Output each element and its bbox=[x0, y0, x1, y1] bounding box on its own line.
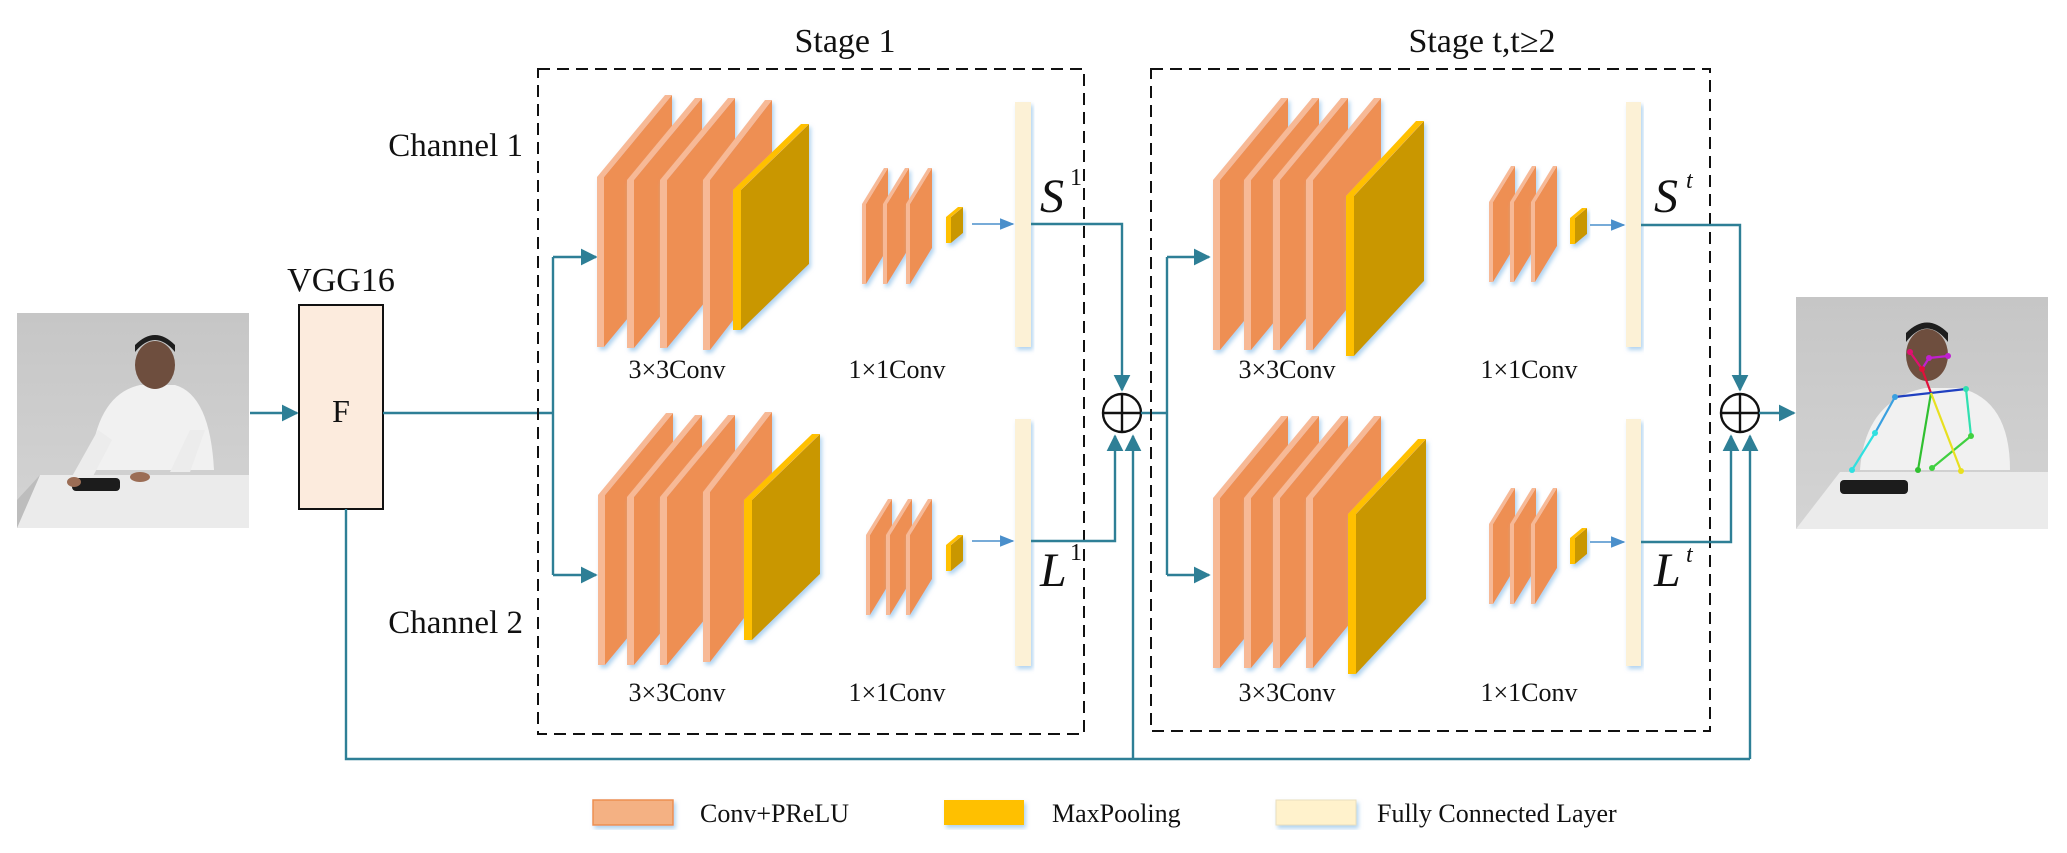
vgg16-label: VGG16 bbox=[287, 262, 395, 299]
legend-swatch-fc bbox=[1275, 799, 1357, 826]
svg-text:S: S bbox=[1040, 170, 1064, 223]
stage-t-ch2-small-conv-label: 1×1Conv bbox=[1480, 678, 1577, 707]
legend-label-fc: Fully Connected Layer bbox=[1377, 799, 1617, 828]
conv1x1-plate bbox=[883, 168, 909, 284]
stage-1-ch1-fc-layer bbox=[1015, 102, 1031, 347]
legend-label-conv: Conv+PReLU bbox=[700, 799, 849, 828]
stage-1-channel-1 bbox=[597, 95, 1015, 350]
stage-1-ch1-output-symbol: S 1 bbox=[1040, 165, 1082, 223]
vgg16-block bbox=[298, 304, 384, 510]
merge-1-concat-icon bbox=[1101, 392, 1143, 434]
legend-item-fc: Fully Connected Layer bbox=[1275, 799, 1617, 828]
maxpool-small-plate bbox=[1570, 528, 1587, 564]
conv1x1-plate bbox=[1531, 488, 1557, 604]
legend: Conv+PReLU MaxPooling Fully Connected La… bbox=[592, 799, 1617, 828]
arrow-Lt-to-merge bbox=[1641, 434, 1740, 544]
maxpool-small-plate bbox=[1570, 208, 1587, 244]
channel-2-label: Channel 2 bbox=[388, 605, 523, 641]
feature-map-label: F bbox=[332, 393, 350, 429]
legend-item-maxpooling: MaxPooling bbox=[944, 799, 1181, 828]
conv1x1-plate bbox=[1510, 166, 1536, 282]
merge-2-concat-icon bbox=[1719, 392, 1761, 434]
stage-1-title: Stage 1 bbox=[794, 23, 895, 60]
pose-skeleton bbox=[1851, 351, 1973, 472]
stage-t-ch2-fc-layer bbox=[1626, 419, 1641, 666]
arrow-S1-to-merge bbox=[1031, 222, 1131, 392]
conv1x1-plate bbox=[1489, 488, 1515, 604]
conv1x1-plate bbox=[1531, 166, 1557, 282]
stage-t-title: Stage t,t≥2 bbox=[1408, 23, 1555, 60]
pose-keypoints bbox=[1849, 349, 1974, 474]
conv1x1-plate bbox=[1510, 488, 1536, 604]
conv1x1-plate bbox=[1489, 166, 1515, 282]
maxpool-plate bbox=[1348, 439, 1426, 674]
stage-1-ch2-small-conv-label: 1×1Conv bbox=[848, 678, 945, 707]
stage-t-ch1-output-symbol: S t bbox=[1654, 168, 1694, 223]
legend-swatch-conv bbox=[592, 799, 674, 826]
stage-1-channel-2 bbox=[598, 412, 1015, 665]
maxpool-plate bbox=[744, 434, 820, 640]
stage-t-ch2-output-symbol: L t bbox=[1653, 542, 1694, 597]
stage-t-channel-1 bbox=[1213, 98, 1626, 356]
stage-t-ch1-small-conv-label: 1×1Conv bbox=[1480, 355, 1577, 384]
legend-item-conv-prelu: Conv+PReLU bbox=[592, 799, 849, 828]
stage-t-box bbox=[1150, 68, 1711, 732]
stage-t: Stage t,t≥2 3×3Conv 1×1Conv 3×3Conv 1×1C… bbox=[1150, 23, 1711, 732]
output-image bbox=[1796, 297, 2048, 529]
channel-1-label: Channel 1 bbox=[388, 128, 523, 164]
arrow-St-to-merge bbox=[1641, 223, 1749, 392]
stage-1-ch2-output-symbol: L 1 bbox=[1039, 540, 1082, 597]
conv1x1-plate bbox=[906, 168, 932, 284]
svg-text:S: S bbox=[1654, 170, 1678, 223]
stage-1-ch2-fc-layer bbox=[1015, 419, 1031, 666]
maxpool-plate bbox=[1346, 121, 1424, 356]
svg-text:t: t bbox=[1686, 168, 1694, 194]
stage-t-channel-2 bbox=[1213, 416, 1626, 674]
svg-text:L: L bbox=[1653, 544, 1681, 597]
person-head bbox=[135, 341, 175, 389]
stage-t-ch1-big-conv-label: 3×3Conv bbox=[1238, 355, 1335, 384]
legend-swatch-pool bbox=[944, 800, 1024, 825]
maxpool-small-plate bbox=[946, 535, 963, 571]
svg-text:1: 1 bbox=[1070, 165, 1082, 191]
svg-text:L: L bbox=[1039, 544, 1067, 597]
maxpool-small-plate bbox=[946, 207, 963, 243]
stage-1-ch2-big-conv-label: 3×3Conv bbox=[628, 678, 725, 707]
stage-1-box bbox=[537, 68, 1085, 735]
stage-1-ch1-small-conv-label: 1×1Conv bbox=[848, 355, 945, 384]
svg-text:t: t bbox=[1686, 542, 1694, 568]
svg-text:1: 1 bbox=[1070, 540, 1082, 566]
stage-t-ch1-fc-layer bbox=[1626, 102, 1641, 347]
tablet bbox=[72, 478, 120, 491]
legend-label-pool: MaxPooling bbox=[1052, 799, 1181, 828]
stage-1-ch1-big-conv-label: 3×3Conv bbox=[628, 355, 725, 384]
stage-t-ch2-big-conv-label: 3×3Conv bbox=[1238, 678, 1335, 707]
conv1x1-plate bbox=[862, 168, 888, 284]
arrow-L1-to-merge bbox=[1031, 434, 1124, 543]
maxpool-plate bbox=[733, 124, 809, 330]
input-image bbox=[17, 313, 249, 528]
conv1x1-plate bbox=[906, 499, 932, 615]
stage-1: Stage 1 3×3Conv 1×1Conv 3×3Conv 1×1Conv … bbox=[537, 23, 1085, 735]
wire-feature-skip bbox=[344, 509, 1750, 761]
